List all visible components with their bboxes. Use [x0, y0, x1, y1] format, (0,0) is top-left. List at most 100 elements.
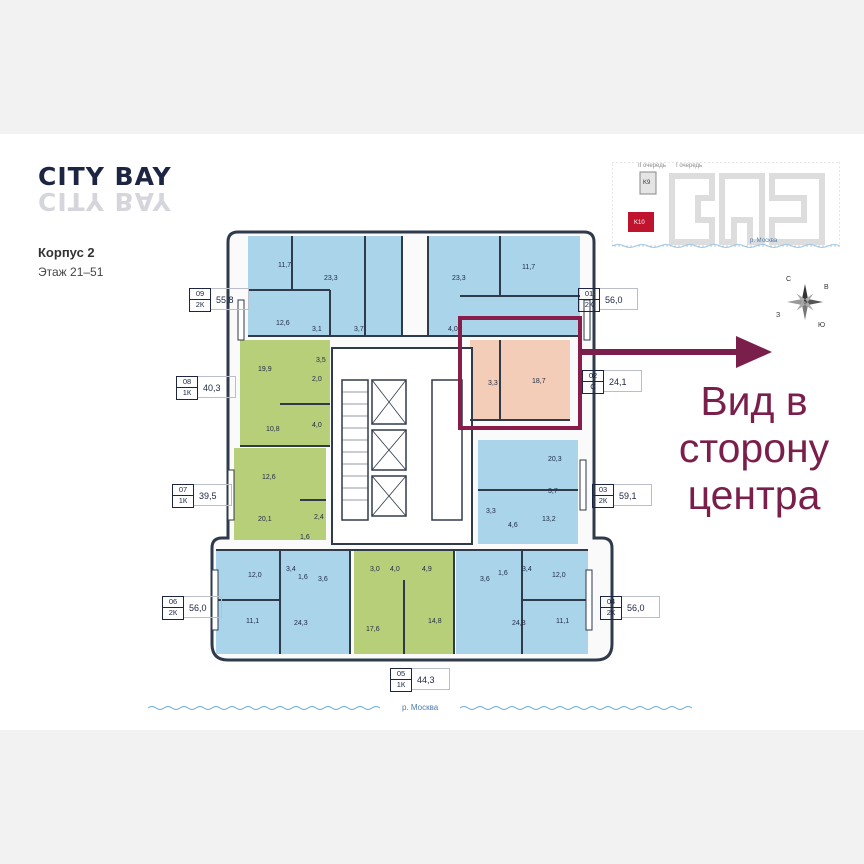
site-minimap: II очередь I очередь K9 K10 р. Москва — [612, 162, 840, 252]
room-area-label: 4,6 — [508, 522, 518, 529]
apartment-number: 06 — [163, 597, 183, 608]
minimap-river: р. Москва — [750, 238, 778, 244]
room-area-label: 2,4 — [314, 514, 324, 521]
apartment-number: 04 — [601, 597, 621, 608]
room-area-label: 23,3 — [452, 275, 466, 282]
city-bay-logo: CITY BAY — [38, 162, 172, 191]
room-area-label: 20,1 — [258, 516, 272, 523]
room-area-label: 4,9 — [422, 566, 432, 573]
room-area-label: 11,7 — [522, 264, 536, 271]
floors-label: Этаж 21–51 — [38, 265, 104, 279]
room-area-label: 4,0 — [312, 422, 322, 429]
room-area-label: 13,2 — [542, 516, 556, 523]
apartment-number: 07 — [173, 485, 193, 496]
apartment-type: 1К — [178, 496, 188, 505]
room-area-label: 3,7 — [548, 488, 558, 495]
room-area-label: 20,3 — [548, 456, 562, 463]
caption-line-2: сторону — [678, 425, 830, 471]
apartment-number: 09 — [190, 289, 210, 300]
room-area-label: 3,4 — [286, 566, 296, 573]
room-area-label: 2,0 — [312, 376, 322, 383]
minimap-drawing — [612, 162, 840, 248]
apartment-type: 2К — [606, 608, 616, 617]
apartment-type: 2К — [584, 300, 594, 309]
apartment-03 — [478, 440, 578, 544]
caption-line-3: центра — [687, 472, 821, 518]
apartment-number: 08 — [177, 377, 197, 388]
building-label: Корпус 2 — [38, 245, 95, 260]
apartment-type: С — [590, 382, 596, 391]
room-area-label: 24,3 — [512, 620, 526, 627]
room-area-label: 3,7 — [354, 326, 364, 333]
room-area-label: 24,3 — [294, 620, 308, 627]
room-area-label: 1,6 — [498, 570, 508, 577]
apartment-area: 59,1 — [614, 484, 652, 506]
room-area-label: 12,6 — [262, 474, 276, 481]
apartment-number: 03 — [593, 485, 613, 496]
apartment-type: 2К — [168, 608, 178, 617]
room-area-label: 10,8 — [266, 426, 280, 433]
river-label: р. Москва — [402, 703, 439, 712]
apartment-type: 2К — [195, 300, 205, 309]
apartment-06 — [216, 550, 350, 654]
caption-line-1: Вид в — [700, 378, 808, 424]
room-area-label: 3,3 — [486, 508, 496, 515]
room-area-label: 3,4 — [522, 566, 532, 573]
apartment-area: 24,1 — [604, 370, 642, 392]
apartment-type: 1К — [182, 388, 192, 397]
compass-s: Ю — [818, 322, 826, 329]
room-area-label: 3,6 — [480, 576, 490, 583]
apartment-09 — [248, 236, 402, 336]
apartment-area: 56,0 — [184, 596, 222, 618]
room-area-label: 18,7 — [532, 378, 546, 385]
room-area-label: 3,1 — [312, 326, 322, 333]
room-area-label: 11,1 — [246, 618, 260, 625]
apartment-number: 02 — [583, 371, 603, 382]
apartment-area: 56,0 — [600, 288, 638, 310]
apartment-number: 01 — [579, 289, 599, 300]
room-area-label: 3,0 — [370, 566, 380, 573]
room-area-label: 11,1 — [556, 618, 570, 625]
compass-w: З — [776, 312, 781, 319]
room-area-label: 17,6 — [366, 626, 380, 633]
apartment-area: 55,8 — [211, 288, 249, 310]
highlight-frame — [458, 316, 582, 430]
room-area-label: 12,0 — [552, 572, 566, 579]
minimap-k10: K10 — [634, 220, 645, 226]
apartment-08 — [240, 340, 330, 446]
view-arrow-head-icon — [736, 336, 772, 368]
room-area-label: 11,7 — [278, 262, 292, 269]
room-area-label: 14,8 — [428, 618, 442, 625]
minimap-queue1: I очередь — [676, 163, 703, 169]
apartment-01 — [428, 236, 580, 336]
room-area-label: 3,6 — [318, 576, 328, 583]
apartment-07 — [234, 448, 326, 540]
view-caption: Вид в сторону центра — [654, 378, 854, 519]
room-area-label: 23,3 — [324, 275, 338, 282]
apartment-area: 40,3 — [198, 376, 236, 398]
compass-n: С — [786, 276, 792, 283]
room-area-label: 4,0 — [390, 566, 400, 573]
minimap-k9: K9 — [643, 180, 651, 186]
apartment-type: 1К — [396, 680, 406, 689]
room-area-label: 12,6 — [276, 320, 290, 327]
room-area-label: 4,0 — [448, 326, 458, 333]
apartment-type: 2К — [598, 496, 608, 505]
room-area-label: 12,0 — [248, 572, 262, 579]
